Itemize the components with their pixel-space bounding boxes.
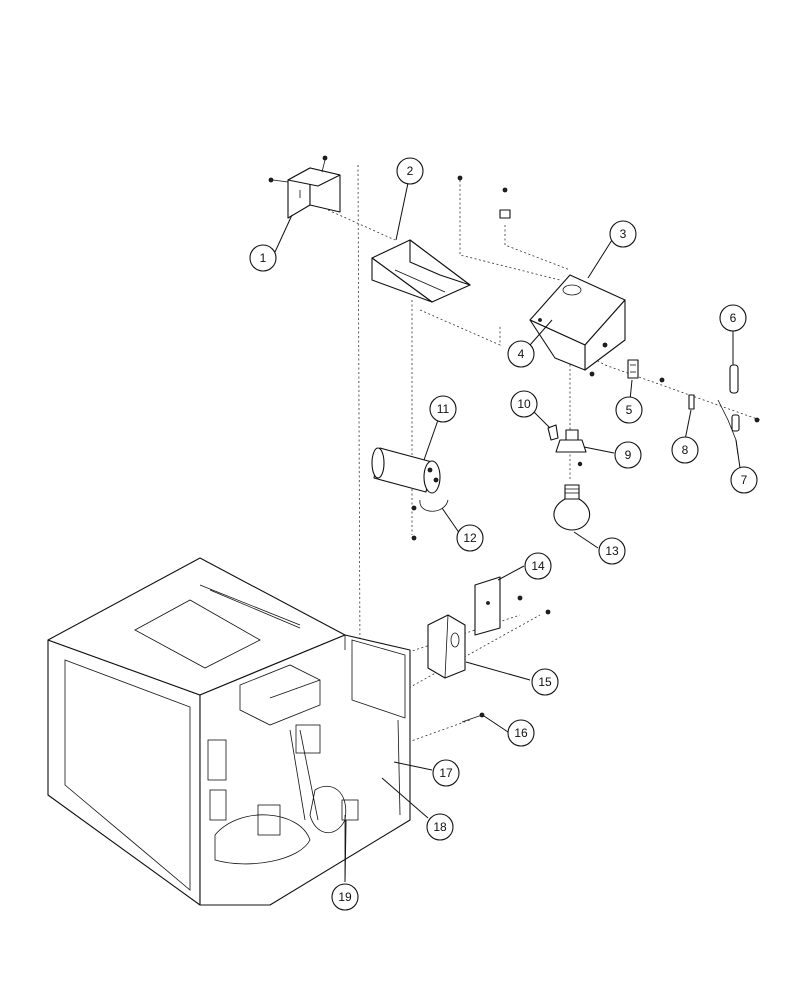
- callout-12: 12: [456, 524, 484, 552]
- part-9-lamp-socket: [555, 429, 587, 467]
- svg-text:12: 12: [463, 531, 477, 545]
- part-6-fuse: [729, 364, 739, 394]
- part-14-cover-plate: [474, 576, 551, 636]
- callout-4: 4: [507, 340, 535, 368]
- callout-10: 10: [510, 390, 538, 418]
- svg-text:2: 2: [407, 164, 414, 178]
- callout-11: 11: [429, 395, 457, 423]
- callout-13: 13: [598, 537, 626, 565]
- svg-text:1: 1: [260, 251, 267, 265]
- svg-text:4: 4: [518, 347, 525, 361]
- part-1-bracket: [268, 155, 341, 219]
- svg-text:16: 16: [514, 726, 528, 740]
- callout-5: 5: [615, 396, 643, 424]
- part-2-mounting-plate: [371, 239, 471, 303]
- callout-6: 6: [719, 304, 747, 332]
- svg-text:3: 3: [620, 227, 627, 241]
- callout-7: 7: [730, 466, 758, 494]
- part-13-bulb: [553, 484, 591, 531]
- svg-text:17: 17: [439, 766, 453, 780]
- callout-18: 18: [426, 813, 454, 841]
- part-3-lamp-housing: [457, 175, 626, 371]
- part-11-capacitor: [371, 447, 441, 494]
- svg-text:11: 11: [437, 402, 450, 416]
- part-15-bracket-box: [427, 614, 466, 679]
- svg-text:15: 15: [538, 675, 552, 689]
- callout-9: 9: [614, 441, 642, 469]
- callout-8: 8: [671, 436, 699, 464]
- svg-text:19: 19: [338, 890, 352, 904]
- callout-19: 19: [331, 883, 359, 911]
- svg-text:5: 5: [626, 403, 633, 417]
- oven-chassis: [47, 557, 411, 906]
- part-5-switch: [589, 359, 665, 383]
- svg-text:9: 9: [625, 448, 632, 462]
- part-8-pin: [688, 394, 695, 410]
- svg-text:7: 7: [741, 473, 748, 487]
- svg-text:18: 18: [433, 820, 447, 834]
- callout-3: 3: [609, 220, 637, 248]
- svg-text:10: 10: [517, 397, 531, 411]
- callout-17: 17: [432, 759, 460, 787]
- svg-text:13: 13: [605, 544, 619, 558]
- callout-15: 15: [531, 668, 559, 696]
- svg-text:6: 6: [730, 311, 737, 325]
- svg-text:14: 14: [531, 559, 545, 573]
- svg-text:8: 8: [682, 443, 689, 457]
- part-10-clip: [547, 424, 559, 441]
- part-12-clamp: [411, 499, 449, 541]
- part-7-fuse-lead: [717, 399, 760, 456]
- callout-2: 2: [396, 157, 424, 185]
- callout-16: 16: [507, 719, 535, 747]
- callout-1: 1: [249, 244, 277, 272]
- part-16-screw: [461, 712, 485, 723]
- callout-14: 14: [524, 552, 552, 580]
